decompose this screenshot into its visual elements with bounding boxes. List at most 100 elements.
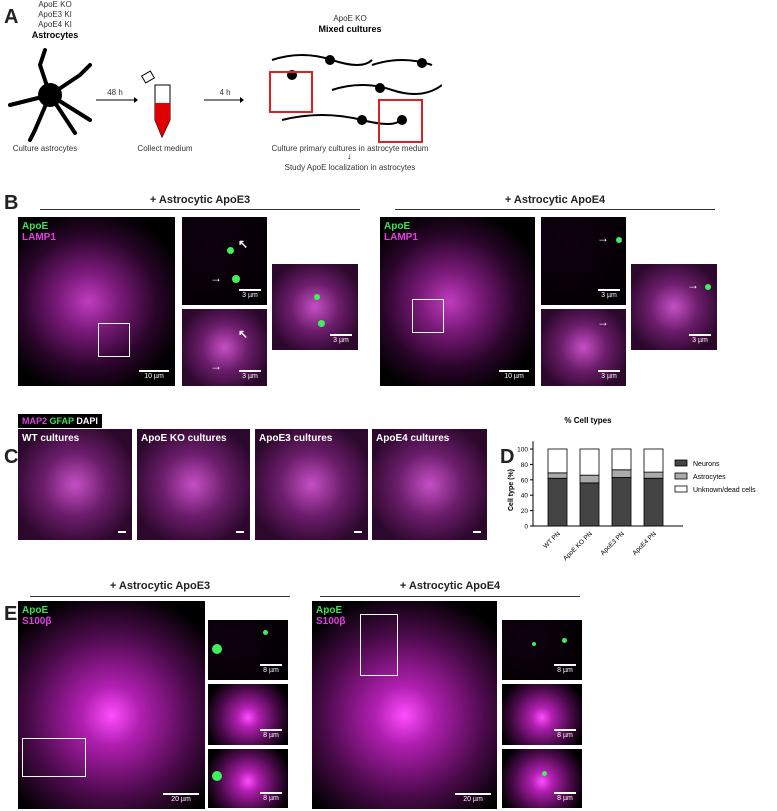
legend-swatch	[674, 485, 688, 493]
apoe3-s100b-inset-merge: 8 µm	[208, 749, 288, 808]
y-tick-label: 20	[521, 508, 529, 515]
apoe4-inset-merge: → 3 µm	[631, 264, 717, 350]
down-arrow-icon: ↓	[347, 151, 352, 161]
chart-title: % Cell types	[564, 416, 612, 425]
arrow-icon: ↖	[238, 327, 249, 341]
arrow-icon: →	[687, 278, 699, 292]
x-tick-label: ApoE4 PN	[631, 530, 658, 557]
y-axis-label: Cell type (%)	[508, 469, 515, 511]
genotype: ApoE4 KI	[38, 20, 72, 29]
bar-segment	[611, 477, 632, 527]
arrow-icon: →	[597, 231, 609, 245]
arrow-label: 48 h	[107, 88, 123, 97]
channel-label: LAMP1	[22, 232, 56, 243]
panel-e-left-title: + Astrocytic ApoE3	[109, 580, 211, 592]
wt-culture-image: WT cultures	[18, 429, 132, 540]
legend-label: Unknown/dead cells	[693, 487, 756, 494]
panel-c-label: C	[4, 446, 19, 468]
tube-medium	[155, 103, 170, 137]
arrow-icon: ↖	[238, 237, 249, 251]
divider	[40, 209, 360, 210]
legend-label: Neurons	[693, 461, 720, 468]
panel-d-label: D	[500, 446, 515, 468]
channel-label: DAPI	[76, 416, 98, 426]
bar-segment	[579, 482, 600, 527]
apoe4-s100b-inset-merge: 8 µm	[502, 749, 582, 808]
arrow-icon: →	[210, 271, 222, 285]
apoe4-culture-image: ApoE4 cultures	[372, 429, 487, 540]
channel-label: ApoE	[316, 605, 343, 616]
inset-box	[98, 323, 130, 357]
panel-b-right-title: + Astrocytic ApoE4	[504, 194, 606, 206]
legend-swatch	[674, 459, 688, 467]
channel-label: MAP2	[22, 416, 48, 426]
channel-label: S100β	[22, 616, 52, 627]
genotype: ApoE3 KI	[38, 10, 72, 19]
panel-a-label: A	[4, 6, 19, 28]
channel-label: ApoE	[22, 221, 49, 232]
apoe3-inset-apoe: →↖ 3 µm	[182, 217, 267, 305]
bar-segment	[611, 469, 632, 478]
inset-box	[412, 299, 444, 333]
scale-bar: 20 µm	[163, 793, 199, 803]
bar-segment	[643, 477, 664, 527]
astrocyte-highlight	[269, 71, 313, 113]
bar-segment	[547, 448, 568, 474]
bar-segment	[611, 448, 632, 471]
apoe3-s100b-inset-apoe: 8 µm	[208, 620, 288, 680]
divider	[30, 596, 290, 597]
panel-e-label: E	[4, 603, 18, 625]
arrow-icon: →	[210, 359, 222, 373]
y-tick-label: 100	[517, 447, 528, 454]
inset-box	[22, 738, 86, 777]
divider	[320, 596, 580, 597]
channel-label: ApoE	[22, 605, 49, 616]
mixed-culture-icon	[269, 54, 442, 143]
y-tick-label: 40	[521, 493, 529, 500]
genotype: ApoE KO	[38, 0, 72, 9]
step-label: Study ApoE localization in astrocytes	[284, 163, 416, 172]
divider	[395, 209, 715, 210]
panel-b-left-title: + Astrocytic ApoE3	[149, 194, 251, 206]
arrow-label: 4 h	[219, 88, 231, 97]
x-tick-label: ApoE KO PN	[562, 530, 594, 562]
channel-legend: MAP2 GFAP DAPI	[18, 414, 102, 428]
x-tick-label: WT PN	[542, 530, 562, 550]
apoe4-inset-apoe: → 3 µm	[541, 217, 626, 305]
apoe4-s100b-inset-s100b: 8 µm	[502, 684, 582, 745]
legend-label: Astrocytes	[693, 474, 726, 481]
apoe3-culture-image: ApoE3 cultures	[255, 429, 368, 540]
panel-b-label: B	[4, 192, 19, 214]
y-tick-label: 0	[524, 524, 528, 531]
legend-swatch	[674, 472, 688, 480]
apoe3-s100b-inset-s100b: 8 µm	[208, 684, 288, 745]
channel-label: LAMP1	[384, 232, 418, 243]
apoe3-inset-lamp1: →↖ 3 µm	[182, 309, 267, 386]
scale-bar: 10 µm	[499, 370, 529, 380]
channel-label: S100β	[316, 616, 346, 627]
step-label: Collect medium	[137, 144, 193, 153]
channel-label: ApoE	[384, 221, 411, 232]
x-tick-label: ApoE3 PN	[599, 530, 626, 557]
step-label: Culture astrocytes	[12, 144, 78, 153]
genotype-list: ApoE KO ApoE3 KI ApoE4 KI Astrocytes	[20, 0, 90, 40]
step-label: Culture primary cultures in astrocyte me…	[271, 144, 429, 153]
scale-bar: 20 µm	[455, 793, 491, 803]
channel-label: GFAP	[49, 416, 74, 426]
y-tick-label: 60	[521, 477, 529, 484]
bar-segment	[579, 448, 600, 476]
astrocyte-icon	[8, 48, 244, 142]
apoe4-inset-lamp1: → 3 µm	[541, 309, 626, 386]
inset-box	[360, 614, 398, 676]
bar-segment	[643, 448, 664, 473]
mixed-genotype: ApoE KO	[333, 14, 367, 23]
astrocytes-title: Astrocytes	[31, 30, 79, 40]
mixed-title: Mixed cultures	[318, 24, 382, 34]
apoe-ko-culture-image: ApoE KO cultures	[137, 429, 250, 540]
y-tick-label: 80	[521, 462, 529, 469]
astrocyte-highlight	[378, 99, 423, 143]
